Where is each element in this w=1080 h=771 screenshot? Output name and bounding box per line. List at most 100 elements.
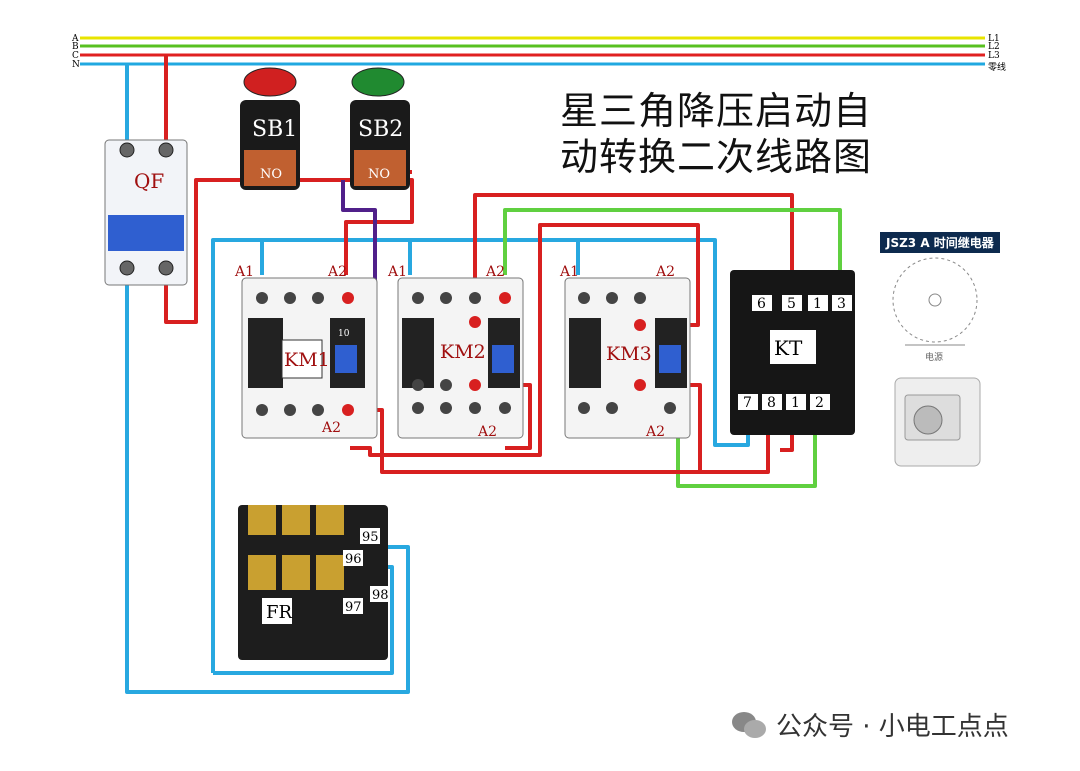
thermal-relay-fr: FR 95 96 97 98 [238,505,390,660]
kt-pinout-reference: 电源 [892,257,981,467]
sb2-no-label: NO [368,167,390,182]
fr-terminal-1 [248,505,276,535]
kt-pin-box-2 [810,394,830,410]
km1-terminal-5 [312,292,324,304]
kt-label: KT [774,336,803,360]
kt-pin-top-5: 5 [787,296,796,312]
sb1-label: SB1 [252,117,297,142]
sb2-contact-block [354,150,406,186]
bus-label-b: B [72,42,79,52]
contactor-km3: KM3 A1 A2 A2 [559,264,691,440]
km1-terminal-13 [342,292,354,304]
sb1-contact-block [244,150,296,186]
km3-terminal-5 [634,292,646,304]
km2-indicator [492,345,514,373]
watermark: 公众号 · 小电工点点 [730,706,1009,743]
title-line-1: 星三角降压启动自 [560,89,873,133]
km2-terminal-6b [469,402,481,414]
km3-a2-label: A2 [655,264,675,280]
fr-pin-box-98 [370,586,390,602]
kt-pin-top-3: 3 [837,296,846,312]
km2-terminal-5 [469,292,481,304]
sb1-red-cap [243,67,297,97]
contactor-km2: KM2 A1 A2 A2 [387,264,524,440]
km3-terminal-14 [664,402,676,414]
kt-pin-bottom-1: 1 [791,395,800,411]
wire-red-km3-loop [350,223,700,457]
km2-terminal-13 [499,292,511,304]
watermark-text: 公众号 · 小电工点点 [776,712,1009,742]
km2-terminal-3 [440,292,452,304]
km1-terminal-1 [256,292,268,304]
wire-green-km3-kt2 [676,420,817,488]
kt-pin-box-1 [808,295,828,311]
km2-label: KM2 [440,341,486,363]
title-line-2: 动转换二次线路图 [560,135,873,179]
km1-a1-label: A1 [234,264,254,280]
km3-terminal-6 [634,379,646,391]
time-relay-kt: 6 5 1 3 KT 7 8 1 2 [730,270,855,435]
wire-red-km2-kt5 [473,193,794,322]
bus-label-l1: L1 [988,34,1000,44]
fr-label-box [262,598,292,624]
km1-a2-bottom-label: A2 [321,420,341,436]
fr-pin-96: 96 [345,552,362,567]
wire-red-sb1-sb2 [300,178,414,275]
sb2-green-cap [351,67,405,97]
kt-pin-box-3 [832,295,852,311]
kt-pin-bottom-2: 2 [815,395,824,411]
kt-pin-bottom-8: 8 [767,395,776,411]
bus-label-l2: L2 [988,42,1000,52]
bus-label-c: C [72,51,79,61]
page-title: 星三角降压启动自 动转换二次线路图 [560,88,872,180]
km1-a2-label: A2 [327,264,347,280]
km2-window-left [402,318,434,388]
bus-label-n: N [72,60,80,70]
kt-model-badge: JSZ3 A 时间继电器 [880,232,1000,253]
km1-terminal-3 [284,292,296,304]
fr-terminal-5 [282,555,310,590]
km1-label: KM1 [284,349,330,371]
km1-label-box [281,339,323,379]
kt-pin-top-1: 1 [813,296,822,312]
wire-blue-qf-fr [125,268,410,694]
km3-label: KM3 [606,343,652,365]
kt-dial-icon [913,405,943,435]
km2-terminal-4b [440,402,452,414]
km2-terminal-2b [412,402,424,414]
km3-terminal-3 [606,292,618,304]
wire-red-qf-sb1 [164,178,240,324]
km2-terminal-6 [469,379,481,391]
sb2-label: SB2 [358,117,403,142]
km2-a2-label: A2 [485,264,505,280]
wire-green-km2-kt3 [503,208,842,280]
wechat-icon [732,711,766,738]
km3-a1-label: A1 [559,264,579,280]
km3-terminal-2 [578,402,590,414]
fr-terminal-3 [316,505,344,535]
fr-pin-box-97 [343,598,363,614]
km3-terminal-aux [634,319,646,331]
kt-pin-bottom-7: 7 [743,395,752,411]
km1-terminal-4 [284,404,296,416]
bus-label-neutral: 零线 [988,61,1006,73]
kt-pin-box-8 [762,394,782,410]
kt-pin-top-6: 6 [757,296,766,312]
fr-terminal-6 [316,555,344,590]
fr-pin-98: 98 [372,588,389,603]
fr-pin-box-96 [343,550,363,566]
km2-terminal-2 [412,379,424,391]
fr-pin-box-95 [360,528,380,544]
breaker-terminal-bot-2 [158,260,174,276]
km2-terminal-1 [412,292,424,304]
breaker-terminal-top-2 [158,142,174,158]
km2-terminal-4 [440,379,452,391]
fr-label: FR [266,602,292,623]
power-bus: A B C N L1 L2 L3 零线 [71,34,1006,73]
wire-blue-coil-rail [211,238,750,673]
km3-a2-bottom-label: A2 [645,424,665,440]
kt-pin-box-5 [782,295,802,311]
km2-a1-label: A1 [387,264,407,280]
km1-terminal-6 [312,404,324,416]
